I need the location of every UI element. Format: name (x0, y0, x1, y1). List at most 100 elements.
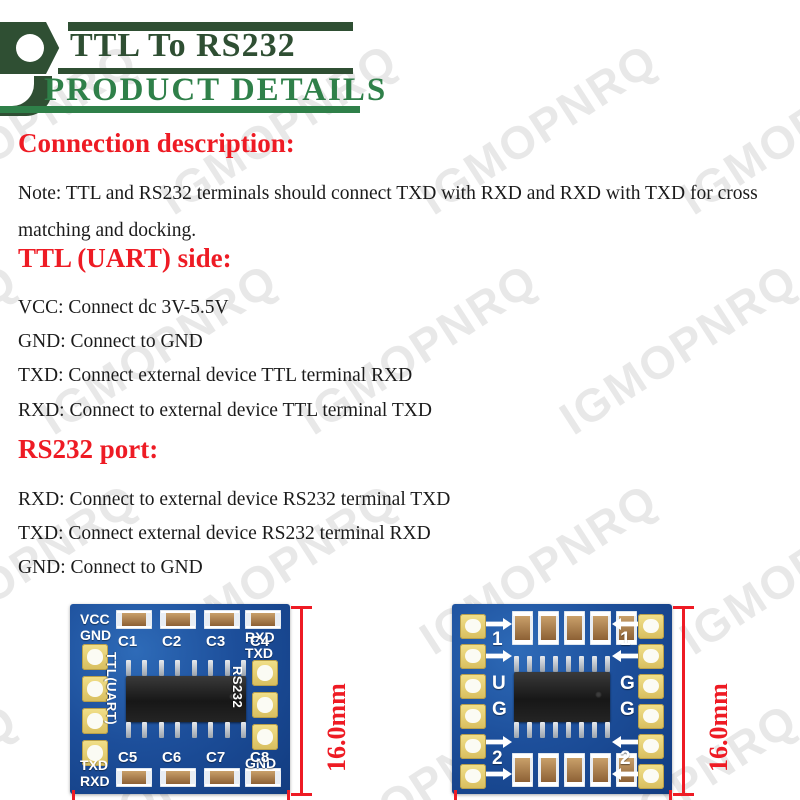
page-subtitle: PRODUCT DETAILS (44, 72, 388, 108)
silk-txd-left: TXD (80, 757, 108, 773)
header-bottom-rule (0, 106, 360, 113)
chip-lead (191, 660, 197, 676)
smd-capacitor-body (512, 758, 534, 782)
capacitor-back-bottom-2 (538, 753, 560, 787)
smd-capacitor-body (245, 771, 282, 784)
capacitor-bottom-2 (160, 768, 197, 787)
silk-c1: C1 (118, 633, 138, 650)
rs232-line-1: RXD: Connect to external device RS232 te… (18, 489, 451, 510)
chip-leads-top (126, 660, 246, 676)
chip-lead (208, 722, 214, 738)
header-top-rule (60, 22, 353, 31)
ttl-line-3: TXD: Connect external device TTL termina… (18, 365, 413, 386)
silk-c8: C8 (250, 749, 270, 766)
rs232-transceiver-chip-back (514, 672, 610, 722)
pad-back-right-3 (638, 674, 664, 699)
chip-lead (592, 722, 597, 738)
ttl-heading: TTL (UART) side: (18, 243, 232, 273)
chip-lead (579, 656, 584, 672)
silk-c2: C2 (162, 633, 182, 650)
ttl-line-4: RXD: Connect to external device TTL term… (18, 400, 432, 421)
silk-c3: C3 (206, 633, 226, 650)
chip-leads-bottom (126, 722, 246, 738)
silk-vcc: VCC (80, 611, 110, 627)
chip-lead (142, 660, 148, 676)
left-dim-tick-b (287, 790, 290, 800)
silk-txd-right: TXD (245, 645, 273, 661)
pad-rs232-3 (252, 724, 278, 750)
smd-capacitor-body (245, 613, 282, 626)
silk-back-left-u: U (492, 673, 506, 694)
capacitor-bottom-3 (204, 768, 241, 787)
smd-capacitor-body (590, 758, 612, 782)
page-title: TTL To RS232 (70, 27, 296, 64)
silk-arrow-right-mid (612, 650, 638, 662)
smd-capacitor-body (160, 771, 197, 784)
right-dim-cap-top (673, 606, 694, 609)
chip-lead (566, 656, 571, 672)
right-dimension-label: 16.0mm (704, 683, 733, 772)
page-header: TTL To RS232 PRODUCT DETAILS (0, 0, 800, 116)
connection-note: Note: TTL and RS232 terminals should con… (18, 183, 758, 241)
silk-back-right-g2: G (620, 699, 635, 720)
smd-capacitor-body (564, 758, 586, 782)
pad-back-right-4 (638, 704, 664, 729)
capacitor-back-top-1 (512, 611, 534, 645)
chip-lead (240, 660, 246, 676)
silk-arrow-left-bottom (486, 768, 512, 780)
silk-back-left-2: 2 (492, 748, 503, 769)
capacitor-bottom-1 (116, 768, 153, 787)
chip-lead (126, 722, 131, 738)
chip-lead (605, 656, 610, 672)
smd-capacitor-body (160, 613, 197, 626)
smd-capacitor-body (116, 613, 153, 626)
chip-lead (224, 660, 230, 676)
chip-lead (175, 722, 181, 738)
smd-capacitor-body (590, 616, 612, 640)
chip-lead (158, 722, 164, 738)
right-dim-tick-b (669, 790, 672, 800)
rs232-transceiver-chip (126, 676, 246, 722)
silk-c4: C4 (250, 633, 270, 650)
chip-lead (579, 722, 584, 738)
silk-gnd-top: GND (80, 627, 112, 643)
chip-lead (540, 722, 545, 738)
smd-capacitor-body (538, 616, 560, 640)
silk-back-right-g1: G (620, 673, 635, 694)
left-dim-cap-bottom (291, 793, 312, 796)
pad-back-left-5 (460, 734, 486, 759)
rs232-line-3: GND: Connect to GND (18, 557, 203, 578)
chip-lead (142, 722, 148, 738)
pad-back-left-1 (460, 614, 486, 639)
silk-arrow-right-top (612, 618, 638, 630)
silk-arrow-right-bottom (612, 768, 638, 780)
right-dim-tick-a (454, 790, 457, 800)
rs232-line-2: TXD: Connect external device RS232 termi… (18, 523, 431, 544)
rs232-heading: RS232 port: (18, 434, 159, 464)
chip-lead (208, 660, 214, 676)
smd-capacitor-body (538, 758, 560, 782)
left-dim-vline (300, 606, 303, 796)
pad-rs232-1 (252, 660, 278, 686)
smd-capacitor-body (564, 616, 586, 640)
silk-c7: C7 (206, 749, 226, 766)
pad-ttl-4 (82, 740, 108, 766)
ttl-line-1: VCC: Connect dc 3V-5.5V (18, 297, 229, 318)
silk-c5: C5 (118, 749, 138, 766)
silk-gnd-right: GND (245, 755, 277, 771)
left-dim-tick-a (72, 790, 75, 800)
silk-c6: C6 (162, 749, 182, 766)
pad-back-left-3 (460, 674, 486, 699)
header-tag-hole-icon (16, 34, 44, 62)
chip-lead (527, 722, 532, 738)
chip-lead (240, 722, 246, 738)
chip-lead (540, 656, 545, 672)
chip-lead (592, 656, 597, 672)
pad-ttl-1 (82, 644, 108, 670)
chip-lead (514, 722, 519, 738)
smd-capacitor-body (204, 771, 241, 784)
chip-lead (553, 656, 558, 672)
capacitor-top-4 (245, 610, 282, 629)
silk-back-left-g: G (492, 699, 507, 720)
